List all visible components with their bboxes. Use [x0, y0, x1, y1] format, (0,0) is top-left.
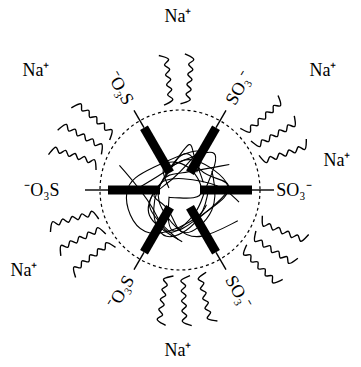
sulfonate-group: SO₃⁻ — [221, 270, 258, 314]
bond-line — [252, 189, 275, 190]
bond-line — [85, 189, 108, 190]
rigid-segment — [108, 186, 160, 195]
wavy-chain — [251, 116, 295, 147]
wavy-chain — [159, 55, 173, 105]
wavy-chain — [60, 228, 106, 256]
bond-line — [216, 110, 226, 127]
wavy-chain — [50, 211, 98, 232]
wavy-chain — [157, 276, 173, 325]
sodium-ion: Na⁺ — [21, 60, 52, 80]
wavy-chain — [198, 272, 217, 321]
core-boundary — [100, 110, 260, 270]
sodium-ion: Na⁺ — [163, 6, 194, 26]
wavy-chain — [262, 216, 309, 242]
wavy-chain — [254, 231, 297, 264]
rigid-segment — [190, 128, 216, 173]
wavy-chain — [181, 54, 194, 104]
sodium-ion: Na⁺ — [163, 340, 194, 360]
rigid-segment — [144, 207, 170, 252]
sulfonate-group: ⁻O₃S — [103, 270, 140, 314]
sulfonate-group: SO₃⁻ — [274, 180, 313, 200]
wavy-chain — [259, 139, 306, 163]
rigid-segment — [144, 128, 170, 173]
wavy-chain — [48, 147, 96, 170]
bond-line — [134, 110, 144, 127]
wavy-chain — [73, 243, 115, 278]
sodium-ion: Na⁺ — [9, 260, 40, 280]
shell-chains — [48, 54, 308, 326]
radial-bars — [85, 110, 275, 269]
wavy-chain — [240, 95, 281, 132]
sulfonate-group: ⁻O₃S — [103, 66, 140, 110]
sulfonate-group: SO₃⁻ — [221, 66, 258, 110]
rigid-segment — [200, 186, 252, 195]
sodium-ion: Na⁺ — [322, 150, 353, 170]
rigid-segment — [190, 207, 216, 252]
wavy-chain — [71, 104, 112, 140]
sulfonate-group: ⁻O₃S — [22, 180, 61, 200]
bond-line — [216, 252, 226, 269]
wavy-chain — [58, 124, 103, 154]
wavy-chain — [181, 276, 192, 326]
bond-line — [134, 252, 144, 269]
wavy-chain — [243, 245, 282, 283]
sodium-ion: Na⁺ — [308, 60, 339, 80]
